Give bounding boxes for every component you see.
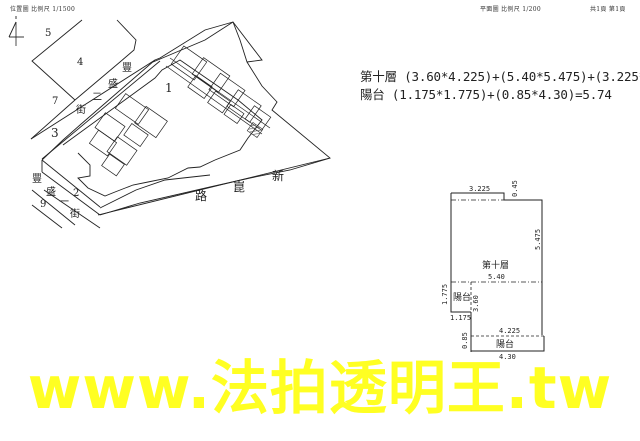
dim-mid-width: 5.40 — [488, 273, 505, 281]
floor-plan-scale-label: 平面圖 比例尺 1/200 — [480, 6, 542, 13]
lot-number-3: 3 — [51, 126, 59, 140]
dim-inner-height: 3.60 — [472, 295, 480, 312]
street-char: 豐 — [32, 172, 42, 185]
floor-plan-labels: 3.225 0.45 5.475 5.40 1.775 1.175 3.60 4… — [441, 180, 542, 361]
main-floor-label: 第十層 — [482, 259, 509, 271]
balcony-label-bottom: 陽台 — [496, 338, 514, 350]
street-char: 街 — [70, 207, 80, 220]
location-map-scale-label: 位置圖 比例尺 1/1500 — [10, 6, 76, 13]
dim-top-width: 3.225 — [469, 185, 490, 193]
dim-bottom-inner-width: 4.225 — [499, 327, 520, 335]
road-char: 新 — [272, 168, 284, 183]
lot-number-5: 5 — [45, 28, 51, 39]
map-labels: 5 4 7 3 1 2 9 豐 盛 二 街 豐 盛 一 街 新 崑 路 — [32, 28, 284, 220]
dim-left-balcony-height: 1.775 — [441, 284, 449, 305]
north-arrow-icon — [8, 16, 24, 46]
dim-left-balcony-width: 1.175 — [450, 314, 471, 322]
location-map — [8, 16, 331, 229]
lot-number-1: 1 — [165, 81, 173, 95]
floor-plan — [450, 192, 545, 352]
subject-unit-hatch — [246, 122, 264, 138]
street-char: 豐 — [122, 61, 132, 74]
watermark: www.法拍透明王.tw — [27, 354, 613, 422]
road-char: 路 — [195, 188, 207, 203]
area-formula-balcony: 陽台 (1.175*1.775)+(0.85*4.30)=5.74 — [360, 87, 612, 102]
street-char: 二 — [92, 92, 102, 103]
lot-number-4: 4 — [77, 57, 83, 68]
lot-number-2: 2 — [73, 188, 79, 199]
balcony-label-left: 陽台 — [453, 291, 471, 303]
street-char: 盛 — [108, 77, 118, 90]
dim-top-offset: 0.45 — [511, 180, 519, 197]
dim-bottom-width: 4.30 — [499, 353, 516, 361]
street-char: 盛 — [46, 185, 56, 198]
dim-right-height: 5.475 — [534, 229, 542, 250]
road-char: 崑 — [233, 180, 245, 194]
lot-number-9: 9 — [40, 199, 46, 210]
street-char: 一 — [59, 197, 69, 208]
dim-bottom-balcony-height: 0.85 — [461, 332, 469, 349]
street-char: 街 — [76, 103, 86, 116]
page-info: 共1頁 第1頁 — [590, 6, 626, 13]
area-formula-main: 第十層 (3.60*4.225)+(5.40*5.475)+(3.225*0.4… — [360, 69, 640, 84]
lot-number-7: 7 — [52, 96, 58, 107]
